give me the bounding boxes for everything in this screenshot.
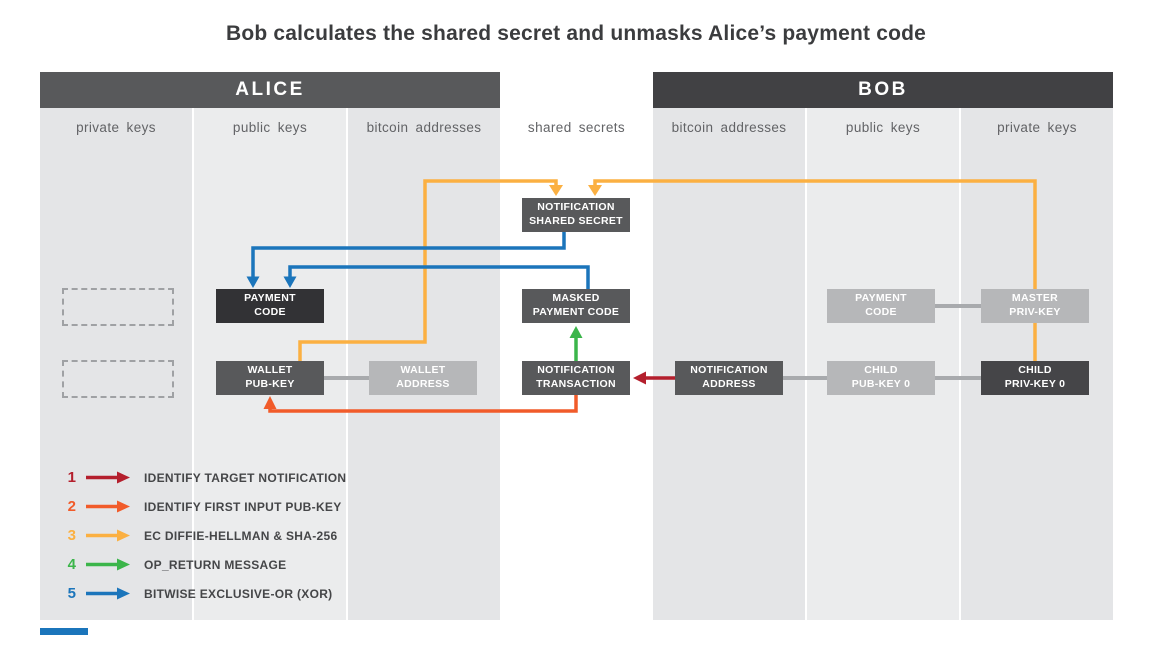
legend-item-5: 5 BITWISE EXCLUSIVE-OR (XOR) (58, 579, 346, 608)
box-notification-transaction: NOTIFICATION TRANSACTION (522, 361, 630, 395)
legend-label-1: IDENTIFY TARGET NOTIFICATION (144, 470, 347, 485)
legend-number-5: 5 (67, 585, 76, 602)
bottom-accent-bar (40, 628, 88, 635)
column-label-alice-bitcoin-addresses: bitcoin addresses (366, 120, 482, 135)
legend-number-1: 1 (67, 469, 76, 486)
legend: 1 IDENTIFY TARGET NOTIFICATION 2 IDENTIF… (58, 463, 346, 608)
column-label-bob-public-keys: public keys (845, 120, 921, 135)
column-label-bob-bitcoin-addresses: bitcoin addresses (671, 120, 787, 135)
legend-label-4: OP_RETURN MESSAGE (144, 557, 287, 572)
legend-item-1: 1 IDENTIFY TARGET NOTIFICATION (58, 463, 346, 492)
legend-item-3: 3 EC DIFFIE-HELLMAN & SHA-256 (58, 521, 346, 550)
yellow-arrow-icon (86, 529, 130, 542)
box-wallet-address: WALLET ADDRESS (369, 361, 477, 395)
legend-number-4: 4 (67, 556, 76, 573)
connector-payment-code-master-priv-key (935, 304, 981, 308)
green-arrow-icon (86, 558, 130, 571)
box-wallet-pub-key: WALLET PUB-KEY (216, 361, 324, 395)
arrow-op-return-message (569, 326, 583, 361)
legend-item-2: 2 IDENTIFY FIRST INPUT PUB-KEY (58, 492, 346, 521)
column-label-alice-public-keys: public keys (232, 120, 308, 135)
alice-panel-header: ALICE (40, 72, 500, 108)
bob-panel-header: BOB (653, 72, 1113, 108)
box-payment-code-alice: PAYMENT CODE (216, 289, 324, 323)
legend-number-2: 2 (67, 498, 76, 515)
connector-child-pub-key-child-priv-key (935, 376, 981, 380)
legend-item-4: 4 OP_RETURN MESSAGE (58, 550, 346, 579)
box-master-priv-key: MASTER PRIV-KEY (981, 289, 1089, 323)
placeholder-private-key-slot-1 (62, 288, 174, 326)
orange-arrow-icon (86, 500, 130, 513)
box-child-pub-key-0: CHILD PUB-KEY 0 (827, 361, 935, 395)
legend-label-2: IDENTIFY FIRST INPUT PUB-KEY (144, 499, 342, 514)
box-notification-shared-secret: NOTIFICATION SHARED SECRET (522, 198, 630, 232)
box-child-priv-key-0: CHILD PRIV-KEY 0 (981, 361, 1089, 395)
red-arrow-icon (86, 471, 130, 484)
legend-number-3: 3 (67, 527, 76, 544)
box-masked-payment-code: MASKED PAYMENT CODE (522, 289, 630, 323)
page-title: Bob calculates the shared secret and unm… (225, 22, 927, 45)
legend-label-5: BITWISE EXCLUSIVE-OR (XOR) (144, 586, 333, 601)
connector-wallet-pub-key-wallet-address (324, 376, 369, 380)
column-label-shared-secrets: shared secrets (527, 120, 626, 135)
column-label-alice-private-keys: private keys (76, 120, 156, 135)
box-notification-address: NOTIFICATION ADDRESS (675, 361, 783, 395)
box-payment-code-bob: PAYMENT CODE (827, 289, 935, 323)
placeholder-private-key-slot-2 (62, 360, 174, 398)
blue-arrow-icon (86, 587, 130, 600)
legend-label-3: EC DIFFIE-HELLMAN & SHA-256 (144, 528, 338, 543)
connector-notification-address-child-pub-key (783, 376, 827, 380)
column-label-bob-private-keys: private keys (997, 120, 1077, 135)
